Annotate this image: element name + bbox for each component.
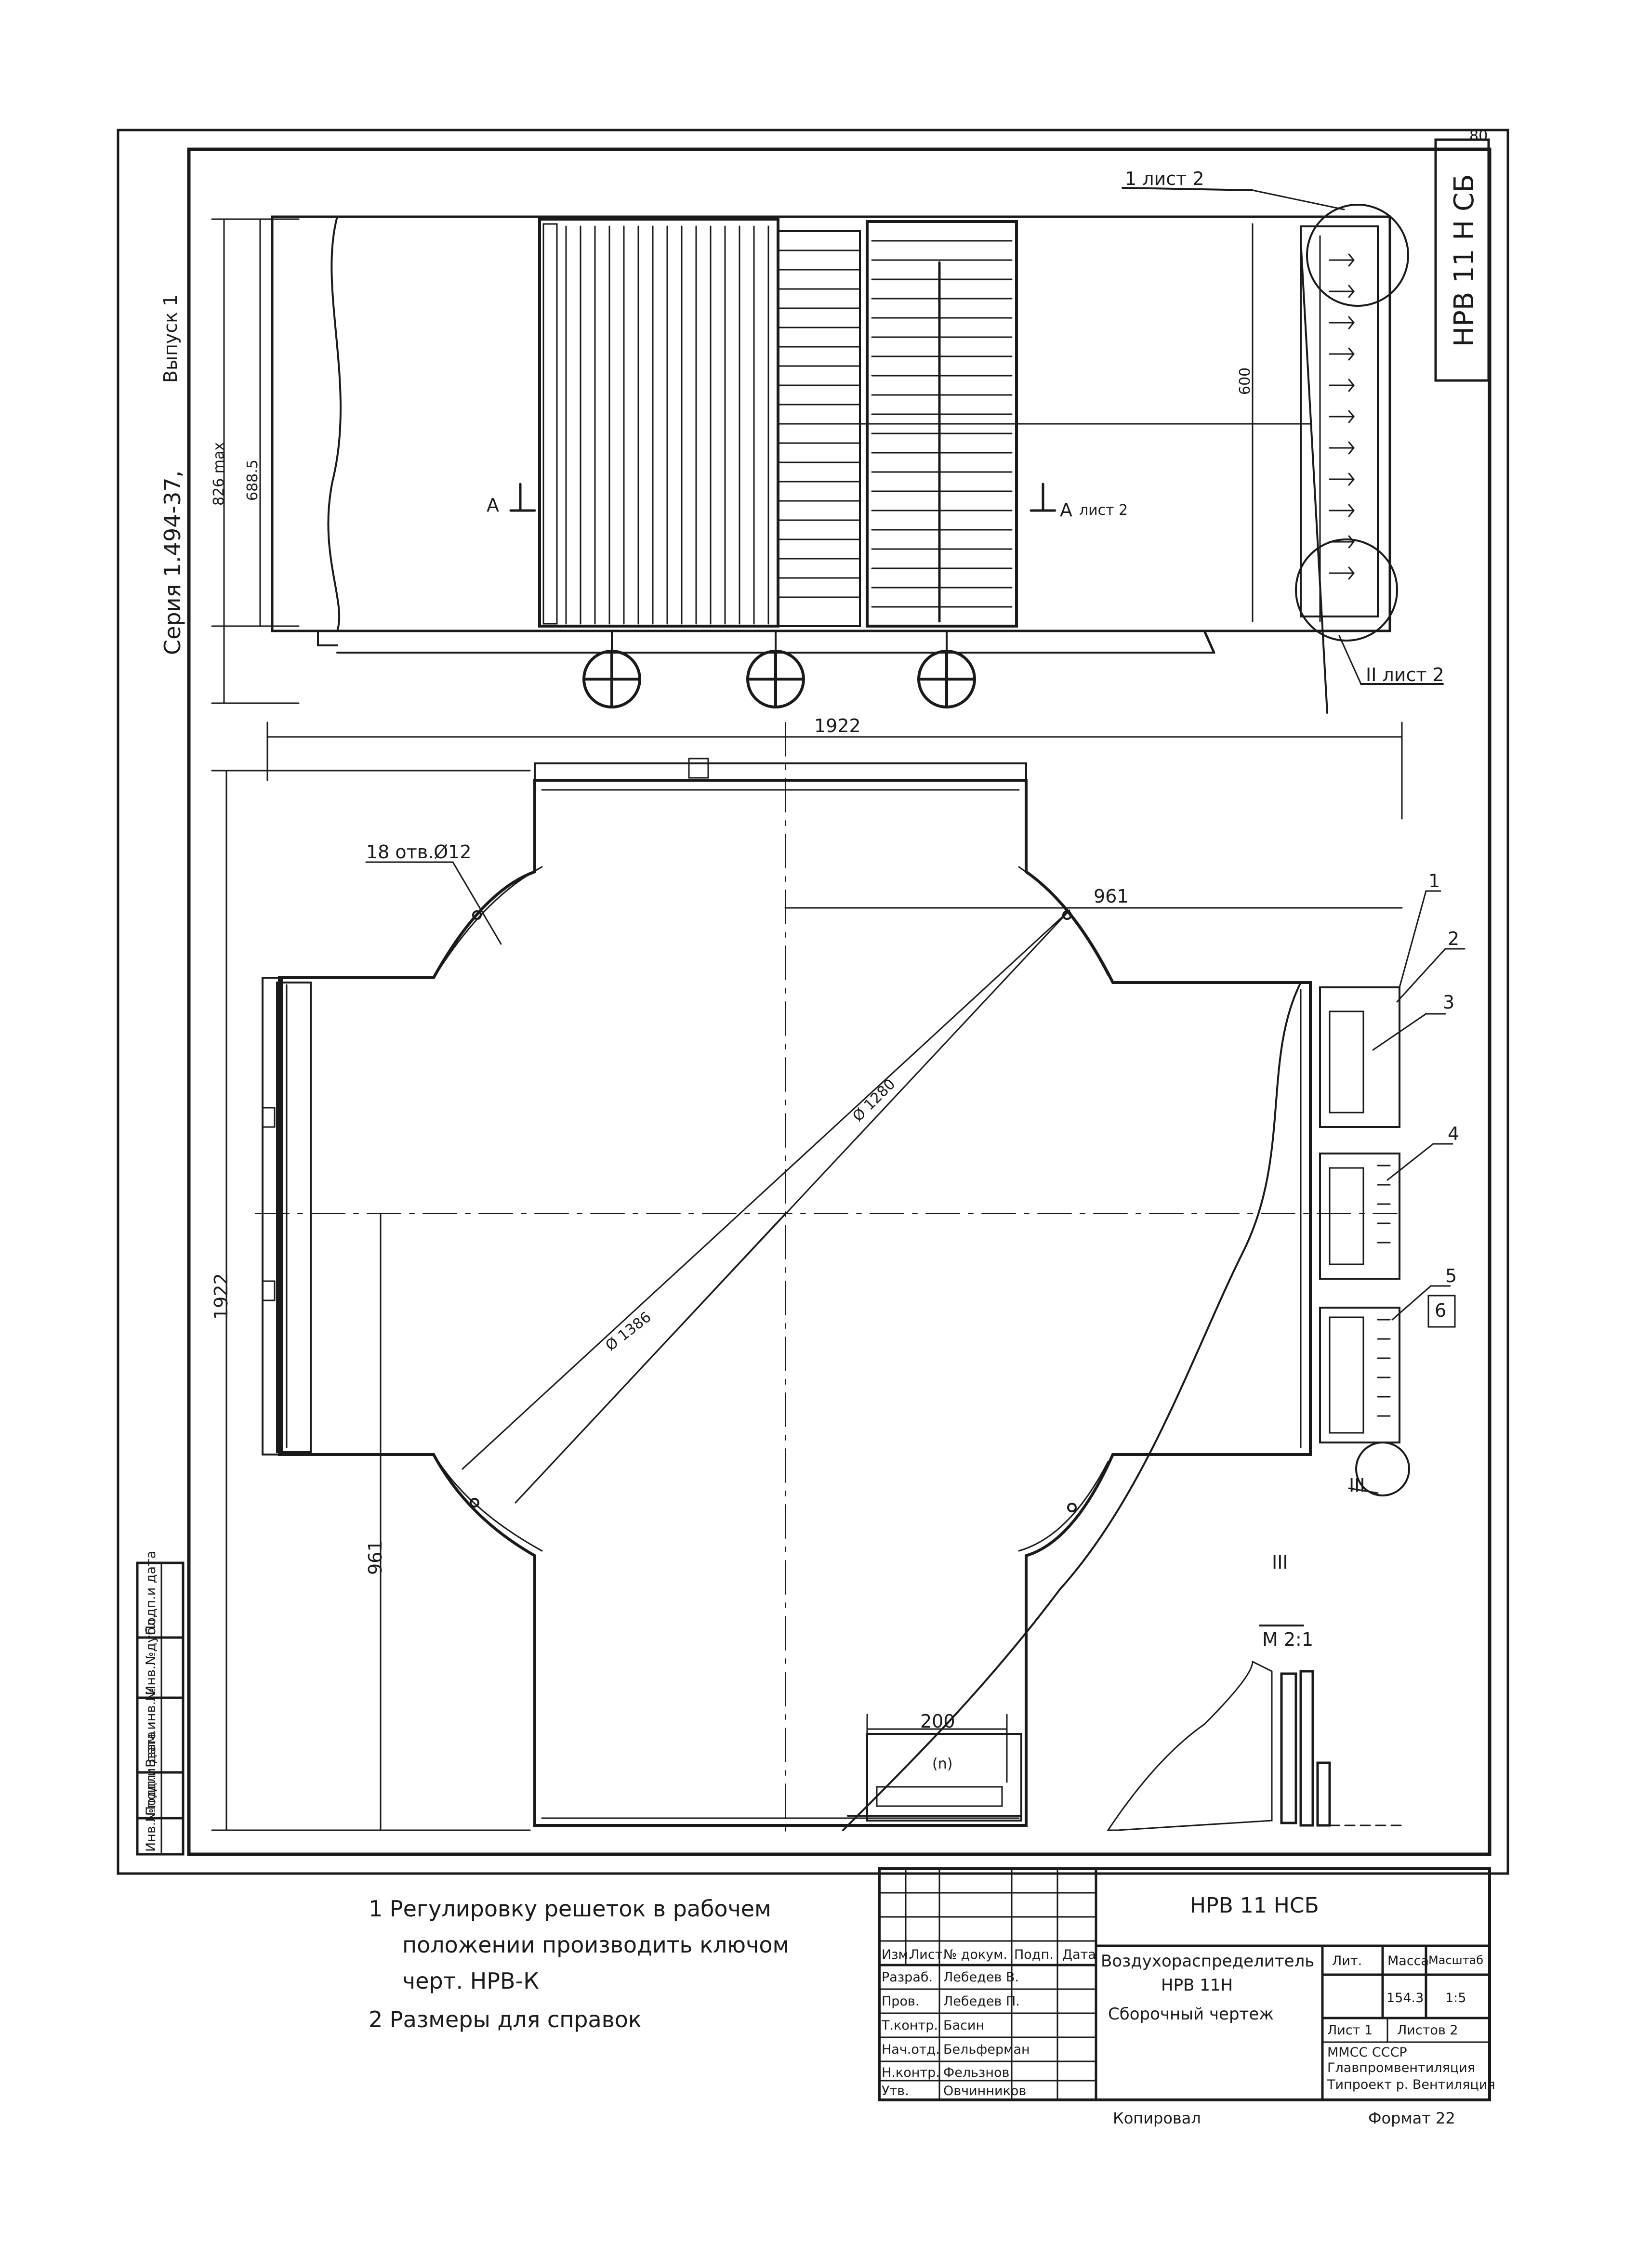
section-a-ref: лист 2 — [1079, 502, 1128, 519]
section-a-left: А — [487, 495, 499, 516]
position-3: 3 — [1443, 992, 1455, 1013]
dim-width-1922: 1922 — [814, 715, 861, 736]
tb-name-2: Лебедев П. — [943, 1994, 1020, 2009]
inner-frame — [187, 147, 1492, 1856]
drawing-code-corner: НРВ 11 Н СБ — [1449, 174, 1480, 347]
tb-lit-header: Лит. — [1332, 1953, 1362, 1968]
tb-mass-value: 154.3 — [1386, 1991, 1424, 2006]
tb-role-razrab: Разраб. — [882, 1970, 933, 1985]
stamp-podp-data-2: Подп.и дата — [144, 1550, 158, 1635]
footer-format: Формат 22 — [1368, 2109, 1455, 2127]
tb-col-data: Дата — [1062, 1947, 1096, 1962]
plan-view — [211, 721, 1465, 1840]
left-stamp-table — [136, 1561, 185, 1856]
elevation-view — [211, 187, 1444, 714]
callout-list2-bottom: II лист 2 — [1366, 664, 1444, 685]
tb-name-3: Басин — [943, 2018, 985, 2033]
tb-name-1: Лебедев В. — [943, 1970, 1019, 1985]
title-block-lines — [878, 1867, 1491, 2101]
tb-org-line-2: Главпромвентиляция — [1327, 2060, 1475, 2075]
outer-frame — [117, 129, 1509, 1875]
issue-label: Выпуск 1 — [160, 294, 181, 383]
tb-mass-header: Масса — [1387, 1953, 1429, 1968]
tb-sheets-label: Листов 2 — [1397, 2023, 1458, 2038]
sheet-corner-number: 80 — [1469, 128, 1488, 144]
tb-role-prov: Пров. — [882, 1994, 920, 2009]
note-line-2: положении производить ключом — [402, 1932, 790, 1958]
tb-role-nachotd: Нач.отд. — [882, 2042, 940, 2057]
tb-product-name: Воздухораспределитель — [1101, 1952, 1315, 1971]
detail-III-drawing — [1107, 1625, 1408, 1831]
tb-name-4: Бельферман — [943, 2042, 1030, 2057]
dim-slot-200: 200 — [920, 1711, 955, 1732]
detail-scale: М 2:1 — [1262, 1629, 1314, 1650]
tb-sheet-label: Лист 1 — [1327, 2023, 1373, 2038]
dim-height-inner: 688.5 — [244, 459, 261, 501]
tb-drawing-code: НРВ 11 НСБ — [1190, 1893, 1319, 1918]
callout-list2-top: 1 лист 2 — [1125, 168, 1204, 189]
note-line-4: 2 Размеры для справок — [369, 2006, 642, 2032]
tb-org-line-3: Типроект р. Вентиляция — [1327, 2077, 1495, 2092]
footer-copied: Копировал — [1113, 2109, 1201, 2127]
detail-circle — [1355, 1442, 1410, 1496]
dim-bracket: (n) — [932, 1756, 953, 1772]
tb-col-izm: Изм. — [882, 1947, 912, 1962]
tb-scale-header: Масштаб — [1428, 1953, 1484, 1967]
holes-callout: 18 отв.Ø12 — [366, 841, 472, 863]
tb-name-5: Фельзнов — [943, 2065, 1010, 2080]
tb-role-nkontr: Н.контр. — [882, 2065, 940, 2080]
detail-mark: III — [1272, 1552, 1288, 1573]
position-4: 4 — [1448, 1123, 1460, 1144]
tb-col-podp: Подп. — [1014, 1947, 1054, 1962]
series-label: Серия 1.494-37, — [159, 470, 185, 655]
dim-height-1922: 1922 — [211, 1273, 232, 1320]
tb-org-line-1: ММСС СССР — [1327, 2045, 1407, 2060]
tb-product-code: НРВ 11Н — [1161, 1976, 1233, 1995]
dim-half-961-left: 961 — [365, 1540, 386, 1575]
tb-name-6: Овчинников — [943, 2084, 1027, 2098]
position-2: 2 — [1448, 928, 1460, 949]
stamp-vzam-inv: Взам.инв.№ — [144, 1687, 158, 1768]
note-line-3: черт. НРВ-К — [402, 1968, 539, 1994]
note-line-1: 1 Регулировку решеток в рабочем — [369, 1896, 771, 1922]
dim-height-600: 600 — [1237, 367, 1254, 395]
callout-circle-1 — [1306, 204, 1409, 307]
position-1: 1 — [1428, 870, 1440, 891]
corner-code-box — [1434, 138, 1490, 382]
tb-role-tkontr: Т.контр. — [882, 2018, 938, 2033]
tb-doc-type: Сборочный чертеж — [1108, 2005, 1274, 2024]
detail-circle-label: III — [1349, 1475, 1365, 1496]
tb-col-doc: № докум. — [943, 1947, 1008, 1962]
dim-half-961-top: 961 — [1094, 886, 1129, 907]
dim-height-max: 826 max — [211, 442, 227, 506]
tb-col-list: Лист — [910, 1947, 943, 1962]
tb-role-utv: Утв. — [882, 2084, 909, 2098]
position-5: 5 — [1445, 1265, 1457, 1286]
section-a-right: А — [1060, 499, 1072, 521]
callout-circle-2 — [1295, 538, 1398, 642]
tb-scale-value: 1:5 — [1445, 1991, 1466, 2006]
position-6: 6 — [1435, 1300, 1447, 1321]
